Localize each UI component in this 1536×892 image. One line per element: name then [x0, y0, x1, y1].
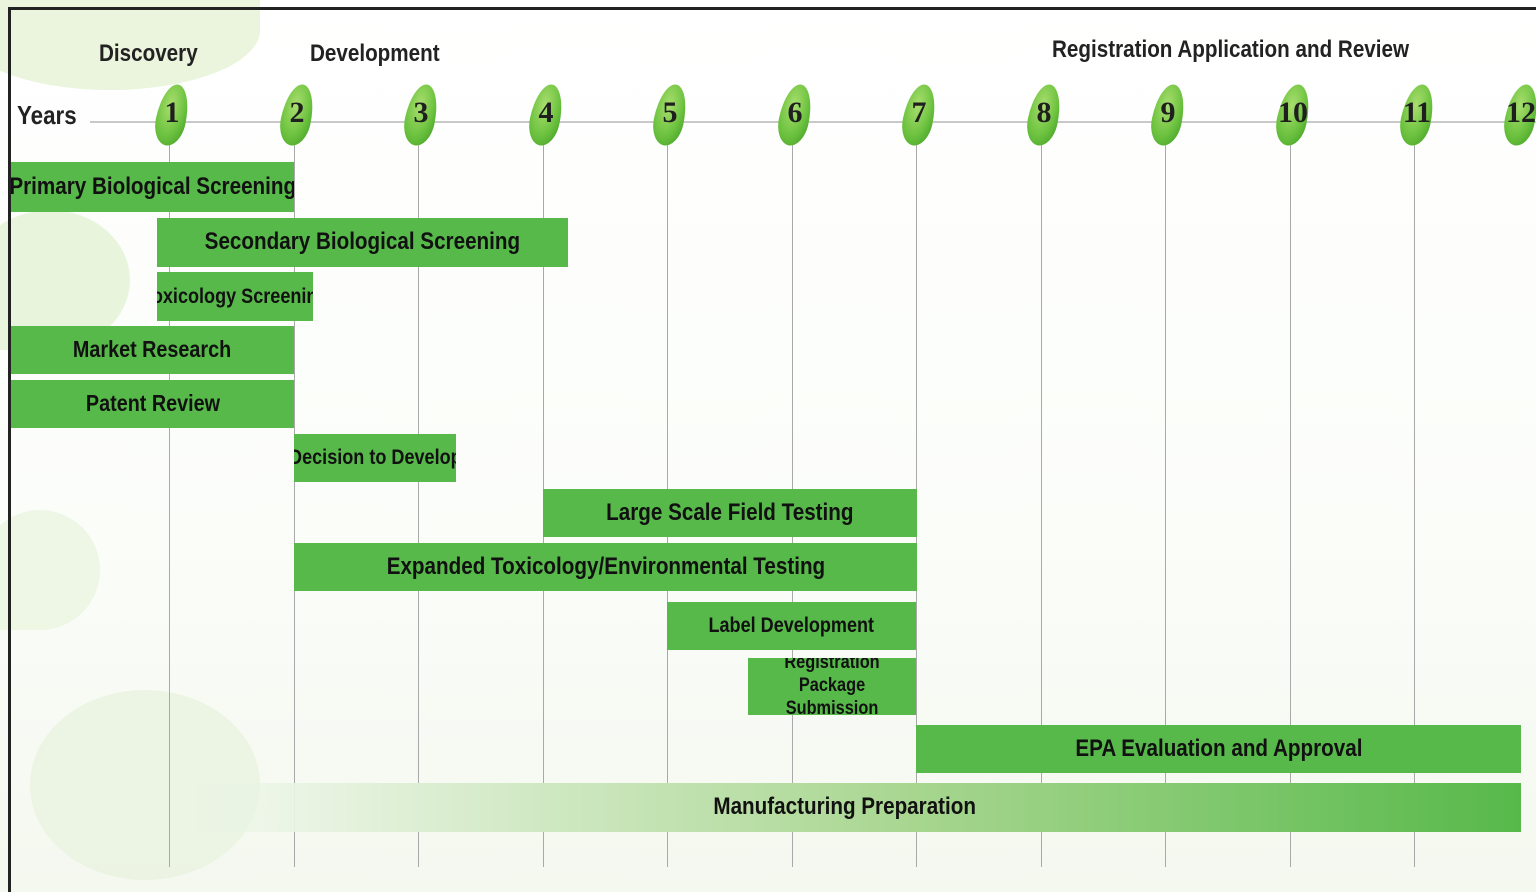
year-gridline [169, 140, 170, 867]
phase-development: Development [310, 40, 440, 67]
year-leaf-marker: 4 [524, 81, 568, 149]
activity-bar: Primary Biological Screening [11, 162, 294, 212]
year-number: 2 [289, 96, 305, 129]
activity-bar-label: Expanded Toxicology/Environmental Testin… [386, 552, 825, 580]
activity-bar-label: Label Development [708, 614, 875, 638]
year-leaf-marker: 10 [1271, 81, 1315, 149]
activity-bar: Market Research [11, 326, 294, 374]
year-leaf-marker: 1 [150, 81, 194, 149]
year-number: 12 [1506, 96, 1536, 129]
activity-bar-label: Patent Review [85, 390, 220, 417]
year-gridline [294, 140, 295, 867]
activity-bar: Registration Package Submission [748, 658, 916, 715]
year-number: 4 [538, 96, 554, 129]
year-leaf-marker: 11 [1395, 81, 1439, 149]
activity-bar-label: Secondary Biological Screening [204, 228, 521, 256]
activity-bar: Expanded Toxicology/Environmental Testin… [294, 543, 917, 591]
year-leaf-marker: 7 [897, 81, 941, 149]
year-leaf-marker: 2 [275, 81, 319, 149]
activity-bar-label: Toxicology Screening [157, 284, 313, 308]
year-number: 8 [1036, 96, 1052, 129]
year-number: 6 [787, 96, 803, 129]
activity-bar-label: Market Research [73, 336, 232, 363]
year-leaf-marker: 5 [648, 81, 692, 149]
year-leaf-marker: 8 [1022, 81, 1066, 149]
years-axis-line [90, 121, 1536, 123]
year-gridline [1041, 140, 1042, 867]
activity-bar-label: Registration Package Submission [784, 658, 880, 715]
activity-bar: Secondary Biological Screening [157, 218, 568, 267]
activity-bar: EPA Evaluation and Approval [916, 725, 1521, 773]
year-leaf-marker: 9 [1146, 81, 1190, 149]
year-number: 3 [413, 96, 429, 129]
year-gridline [1290, 140, 1291, 867]
years-label: Years [17, 100, 77, 130]
activity-bar: Manufacturing Preparation [169, 783, 1521, 832]
activity-bar-label: Manufacturing Preparation [713, 793, 977, 821]
activity-bar: Patent Review [11, 380, 294, 428]
activity-bar: Label Development [667, 602, 916, 650]
activity-bar: Large Scale Field Testing [543, 489, 917, 537]
year-number: 10 [1278, 96, 1308, 129]
activity-bar-label: Primary Biological Screening [11, 172, 294, 200]
activity-bar: Toxicology Screening [157, 272, 313, 321]
decorative-leaf [0, 510, 100, 630]
activity-bar-label: EPA Evaluation and Approval [1074, 734, 1363, 762]
year-gridline [418, 140, 419, 867]
phase-discovery: Discovery [99, 40, 198, 67]
year-number: 9 [1160, 96, 1176, 129]
year-number: 7 [911, 96, 927, 129]
year-number: 11 [1402, 96, 1432, 129]
year-number: 1 [164, 96, 180, 129]
activity-bar: Decision to Develop [294, 434, 456, 482]
year-gridline [1414, 140, 1415, 867]
phase-registration: Registration Application and Review [1052, 36, 1410, 63]
activity-bar-label: Decision to Develop [294, 446, 456, 470]
activity-bar-label: Large Scale Field Testing [606, 498, 854, 526]
year-leaf-marker: 6 [773, 81, 817, 149]
year-gridline [1165, 140, 1166, 867]
frame-border-left [8, 7, 11, 892]
year-leaf-marker: 12 [1499, 81, 1536, 149]
year-leaf-marker: 3 [399, 81, 443, 149]
frame-border-top [8, 7, 1536, 10]
year-number: 5 [662, 96, 678, 129]
